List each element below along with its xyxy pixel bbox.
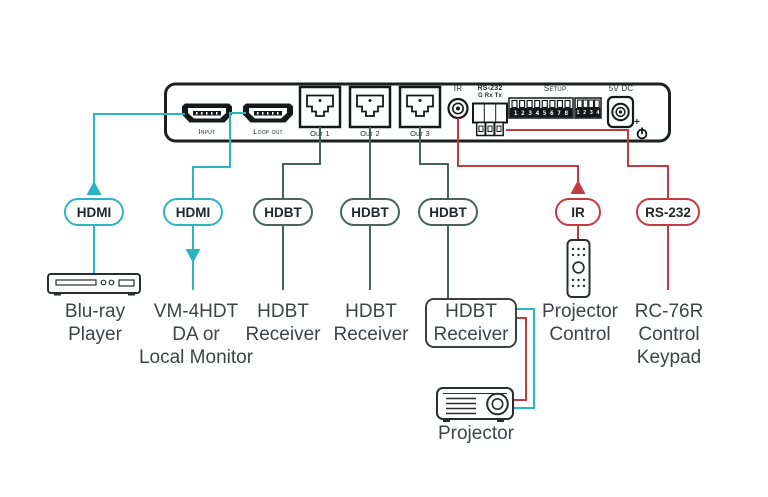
- port-label-ir: IR: [453, 84, 463, 93]
- device-label-hdbt-receiver-2: HDBT Receiver: [333, 301, 409, 345]
- port-label-out3: Out 3: [410, 129, 430, 138]
- device-label-projector-control: Projector Control: [541, 301, 619, 345]
- hdmi-input-port-icon: [182, 103, 232, 123]
- port-label-power: 5V DC: [608, 84, 634, 93]
- dip-switch-numbers: 1 2 3 4 5 6 7 8: [513, 109, 569, 117]
- port-label-out1: Out 1: [310, 129, 330, 138]
- device-label-projector: Projector: [437, 423, 515, 444]
- device-label-hdbt-receiver-3: HDBT Receiver: [433, 301, 509, 345]
- dip-switch-icon: [508, 97, 602, 119]
- dc-power-jack-icon: [606, 95, 635, 129]
- port-label-rs232-pins: G Rx Tx: [477, 93, 503, 99]
- port-label-input: Input: [198, 127, 216, 136]
- signal-arrow-down-icon: [185, 249, 201, 263]
- ir-jack-icon: [447, 97, 469, 120]
- port-label-out2: Out 2: [360, 129, 380, 138]
- badge-rs232: RS-232: [636, 198, 700, 226]
- badge-hdbt-out1: HDBT: [253, 198, 313, 226]
- device-label-hdbt-receiver-1: HDBT Receiver: [245, 301, 321, 345]
- power-plus-sign: +: [633, 117, 641, 128]
- port-label-rs232: RS-232: [477, 85, 503, 92]
- signal-arrow-up-icon: [570, 180, 586, 194]
- hdbt-cables: [282, 127, 449, 298]
- badge-hdmi-loop-out: HDMI: [163, 198, 223, 226]
- badge-ir: IR: [555, 198, 601, 226]
- port-label-setup: Setup: [543, 84, 567, 93]
- dip-switch-numbers-aux: 1 2 3 4: [576, 109, 600, 116]
- rs232-terminal-block-icon: [472, 102, 508, 137]
- device-label-bluray: Blu-ray Player: [64, 301, 126, 345]
- remote-control-icon: [566, 239, 591, 298]
- signal-arrow-up-icon: [86, 181, 102, 195]
- power-symbol-icon: [636, 127, 648, 140]
- hdmi-cables: [86, 112, 535, 409]
- device-label-rc76r-keypad: RC-76R Control Keypad: [634, 301, 704, 368]
- rj45-out3-port-icon: [398, 85, 442, 129]
- port-label-loop-out: Loop out: [253, 127, 283, 136]
- badge-hdbt-out3: HDBT: [418, 198, 478, 226]
- device-label-loop-monitor: VM-4HDT DA or Local Monitor: [138, 301, 254, 368]
- badge-hdbt-out2: HDBT: [340, 198, 400, 226]
- control-cables: [457, 118, 669, 401]
- blu-ray-player-icon: [47, 273, 141, 296]
- device-rear-panel: [164, 82, 671, 143]
- hdbt-receiver-box: HDBT Receiver: [425, 298, 517, 348]
- rj45-out2-port-icon: [348, 85, 392, 129]
- badge-hdmi-input: HDMI: [64, 198, 124, 226]
- projector-icon: [436, 387, 514, 422]
- rj45-out1-port-icon: [298, 85, 342, 129]
- hdmi-loopout-port-icon: [243, 103, 293, 123]
